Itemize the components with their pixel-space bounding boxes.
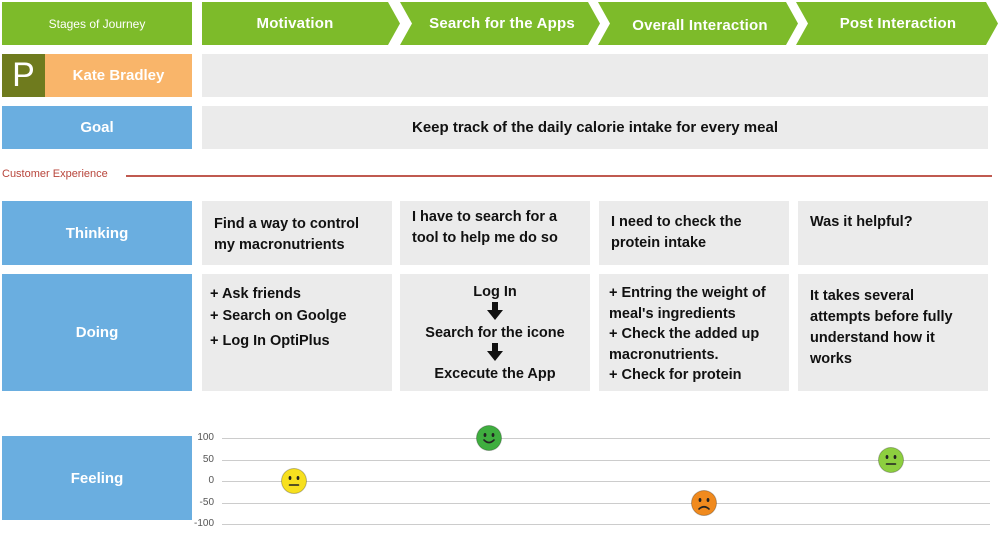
doing-cell-post: It takes several attempts before fully u…	[798, 274, 988, 391]
arrow-down-icon	[404, 302, 586, 323]
gridline	[222, 460, 990, 461]
tick-label: 100	[197, 432, 214, 443]
doing-item: + Check the added up macronutrients.	[609, 326, 760, 363]
tick-label: -100	[194, 518, 215, 529]
persona-name: Kate Bradley	[45, 54, 192, 97]
doing-item: + Search on Goolge	[210, 308, 347, 324]
tick-label: 0	[208, 475, 214, 486]
persona-badge: P	[2, 54, 45, 97]
doing-cell-motivation: + Ask friends + Search on Goolge + Log I…	[202, 274, 392, 391]
doing-item: + Entring the weight of meal's ingredien…	[609, 285, 766, 322]
doing-label: Doing	[2, 274, 192, 391]
thinking-cell-search: I have to search for a tool to help me d…	[400, 201, 590, 265]
doing-item: + Log In OptiPlus	[210, 333, 330, 349]
gridline	[222, 481, 990, 482]
thinking-cell-post: Was it helpful?	[798, 201, 988, 265]
persona-empty-cell	[202, 54, 988, 97]
sad-face-icon	[691, 489, 717, 516]
stage-overall-interaction: Overall Interaction	[632, 17, 768, 34]
feeling-label: Feeling	[2, 436, 192, 520]
goal-label: Goal	[2, 106, 192, 149]
doing-step: Search for the icone	[425, 325, 565, 341]
doing-cell-search: Log In Search for the icone Excecute the…	[400, 274, 590, 391]
customer-experience-label: Customer Experience	[2, 168, 108, 180]
thinking-label: Thinking	[2, 201, 192, 265]
stage-arrows	[202, 2, 998, 45]
gridline	[222, 524, 990, 525]
arrow-down-icon	[404, 343, 586, 364]
neutral-face-icon	[878, 446, 904, 473]
thinking-cell-interaction: I need to check the protein intake	[599, 201, 789, 265]
tick-label: 50	[202, 454, 214, 465]
stage-motivation: Motivation	[256, 15, 334, 32]
goal-text: Keep track of the daily calorie intake f…	[202, 106, 988, 149]
doing-step: Log In	[473, 284, 517, 300]
doing-step: Excecute the App	[434, 366, 556, 382]
stage-search-for-apps: Search for the Apps	[429, 15, 575, 32]
stages-of-journey-label: Stages of Journey	[2, 2, 192, 45]
stage-post-interaction: Post Interaction	[839, 15, 957, 32]
tick-label: -50	[199, 497, 214, 508]
gridline	[222, 438, 990, 439]
doing-cell-interaction: + Entring the weight of meal's ingredien…	[599, 274, 789, 391]
neutral-face-icon	[281, 468, 307, 494]
doing-item: + Ask friends	[210, 286, 301, 302]
thinking-cell-motivation: Find a way to control my macronutrients	[202, 201, 392, 265]
smile-face-icon	[476, 425, 502, 451]
section-divider	[126, 175, 992, 177]
doing-item: + Check for protein	[609, 367, 742, 383]
gridline	[222, 503, 990, 504]
